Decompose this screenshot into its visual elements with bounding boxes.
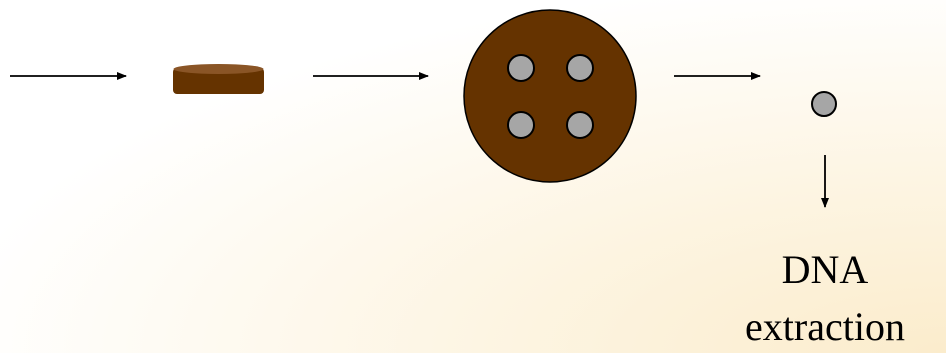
punch-hole [508,55,534,81]
punch-hole [567,112,593,138]
punch-hole [508,112,534,138]
punched-sample [812,92,836,116]
sample-disc [173,64,264,94]
punch-hole [567,55,593,81]
extraction-label: extraction [700,307,946,347]
punched-disc [464,10,636,182]
dna-label: DNA [700,250,946,290]
